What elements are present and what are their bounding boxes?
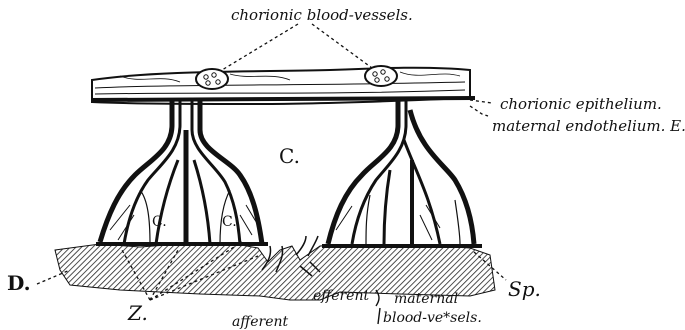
- bracket-maternal-vessels: [376, 290, 380, 324]
- label-efferent: efferent: [313, 288, 369, 304]
- label-space-c-mid: C.: [222, 214, 237, 230]
- label-sp: Sp.: [508, 277, 541, 301]
- label-afferent: afferent: [232, 314, 289, 330]
- label-maternal: maternal: [394, 291, 458, 307]
- villus-left: [96, 100, 268, 244]
- villus-right: [322, 98, 482, 246]
- label-maternal-endothelium: maternal endothelium. E.: [492, 117, 685, 135]
- chorionic-plate: [92, 68, 475, 104]
- chorionic-vessel-left: [196, 69, 228, 89]
- label-space-c-main: C.: [279, 144, 300, 168]
- label-d: D.: [7, 271, 31, 295]
- label-space-c-left: C.: [152, 214, 167, 230]
- label-chorionic-epithelium: chorionic epithelium.: [500, 95, 662, 113]
- label-chorionic-vessels: chorionic blood-vessels.: [231, 6, 413, 24]
- label-z: Z.: [127, 301, 148, 325]
- label-blood-vessels: blood-ve*sels.: [383, 310, 482, 326]
- chorionic-vessel-right: [365, 66, 397, 86]
